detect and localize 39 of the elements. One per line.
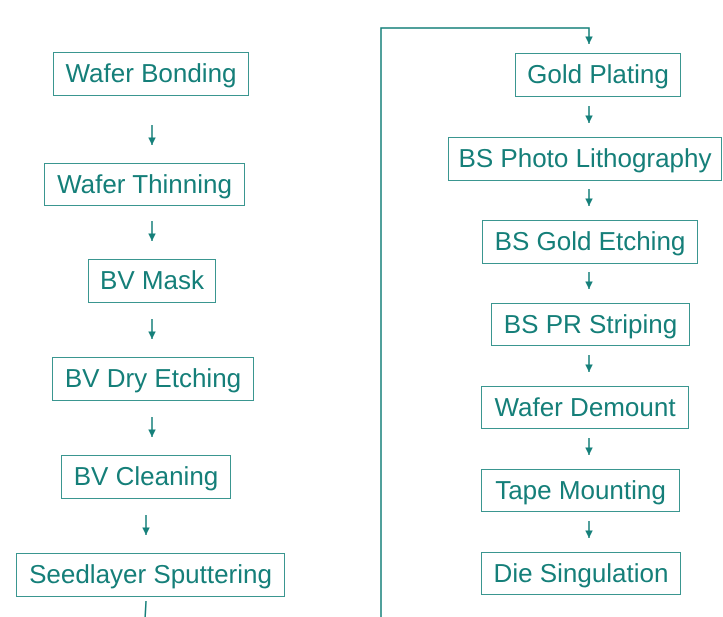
process-box <box>491 303 690 346</box>
arrow <box>148 319 156 339</box>
step-label: Wafer Demount <box>494 392 676 422</box>
arrow <box>585 521 593 538</box>
arrow <box>142 515 150 535</box>
process-box <box>448 137 722 181</box>
process-box <box>61 455 231 499</box>
step-label: Wafer Bonding <box>65 59 237 89</box>
arrow <box>148 125 156 145</box>
arrow <box>585 106 593 123</box>
step-label: BS PR Striping <box>504 310 678 340</box>
process-box <box>44 163 245 206</box>
connector-arrow <box>380 27 593 617</box>
step-label: BS Gold Etching <box>494 227 686 257</box>
process-box <box>88 259 216 303</box>
step-label: Tape Mounting <box>495 476 666 506</box>
arrow <box>148 417 156 437</box>
arrow <box>585 272 593 289</box>
arrow <box>585 438 593 455</box>
process-box <box>515 53 681 97</box>
step-label: BS Photo Lithography <box>458 144 712 174</box>
step-label: BV Cleaning <box>74 462 218 492</box>
step-label: Gold Plating <box>527 60 669 90</box>
process-box <box>52 357 254 401</box>
process-box <box>53 52 249 96</box>
step-label: BV Dry Etching <box>64 364 242 394</box>
step-label: Die Singulation <box>494 558 668 588</box>
arrow <box>585 355 593 372</box>
arrow <box>585 189 593 206</box>
process-box <box>481 386 689 429</box>
arrow <box>148 221 156 241</box>
process-box <box>481 552 681 595</box>
step-label: Wafer Thinning <box>57 170 232 200</box>
step-label: Seedlayer Sputtering <box>29 560 272 590</box>
connector-line <box>144 600 147 617</box>
step-label: BV Mask <box>100 266 204 296</box>
process-box <box>481 469 680 512</box>
process-box <box>482 220 698 264</box>
process-box <box>16 553 285 597</box>
